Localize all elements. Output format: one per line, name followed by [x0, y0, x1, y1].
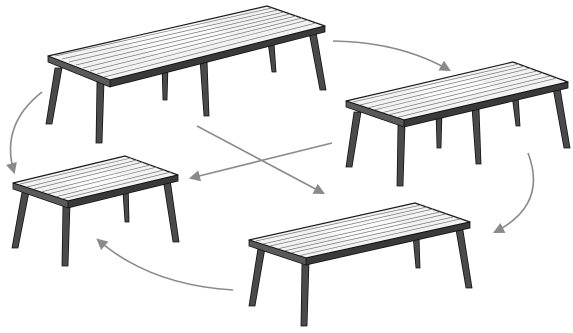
- arrow-cross-long-to-half: [197, 126, 323, 193]
- table-half-extended: [249, 203, 472, 326]
- table-compact: [12, 156, 179, 266]
- arrow-cross-medium-to-compact: [191, 143, 332, 178]
- table-extended-long: [46, 6, 326, 143]
- arrow-medium-to-half: [495, 153, 533, 232]
- arrow-half-to-compact: [98, 240, 233, 290]
- table-extended-medium: [346, 62, 570, 186]
- arrow-long-to-medium: [333, 41, 449, 70]
- arrow-compact-to-long: [11, 92, 43, 172]
